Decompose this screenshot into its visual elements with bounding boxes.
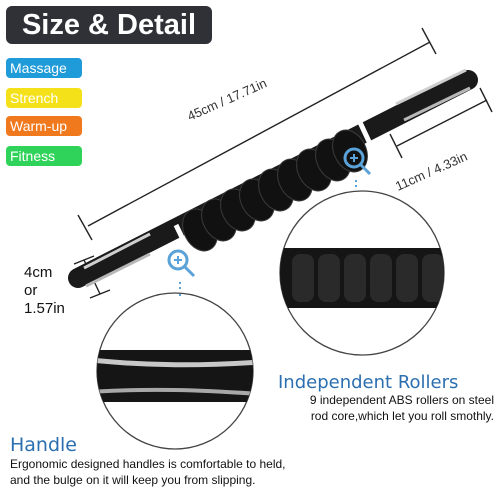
rollers-line-2: rod core,which let you roll smothly. [310, 409, 494, 423]
tag-massage: Massage [6, 58, 82, 78]
tag-strench: Strench [6, 88, 82, 108]
tag-warmup: Warm-up [6, 116, 82, 136]
tag-fitness: Fitness [6, 146, 82, 166]
diameter-label: 4cm or 1.57in [24, 264, 65, 318]
handle-closeup [96, 292, 254, 450]
diameter-line-3: 1.57in [24, 300, 65, 317]
handle-heading: Handle [10, 434, 78, 456]
roller-dimension-arrow [389, 87, 493, 159]
diameter-line-1: 4cm [24, 264, 53, 281]
zoom-left-icon [167, 249, 196, 278]
zoom-right-icon [343, 147, 372, 176]
rollers-line-1: 9 independent ABS rollers on steel [309, 393, 494, 407]
handle-line-1: Ergonomic designed handles is comfortabl… [10, 457, 286, 471]
rollers-closeup [279, 190, 445, 356]
diameter-line-2: or [24, 282, 38, 299]
handle-description: Ergonomic designed handles is comfortabl… [10, 456, 370, 488]
rollers-description: 9 independent ABS rollers on steel rod c… [272, 392, 494, 424]
roller-group [182, 129, 368, 252]
length-dimension-arrow [77, 27, 437, 241]
handle-line-2: and the bulge on it will keep you from s… [10, 473, 256, 487]
title-badge: Size & Detail [6, 6, 212, 44]
rollers-heading: Independent Rollers [278, 372, 459, 393]
